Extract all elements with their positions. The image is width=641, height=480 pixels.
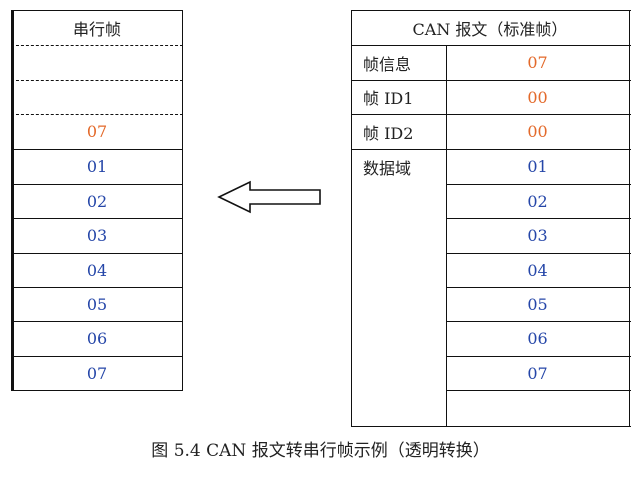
right-table-data-line bbox=[446, 321, 631, 322]
figure-caption: 图 5.4 CAN 报文转串行帧示例（透明转换） bbox=[151, 441, 490, 461]
right-table-data-line bbox=[446, 218, 631, 219]
data-field-label: 数据域 bbox=[363, 158, 412, 178]
left-table-row-line bbox=[11, 253, 183, 254]
right-table-border-left bbox=[351, 10, 352, 426]
serial-frame-cell: 07 bbox=[86, 363, 108, 383]
frame-id1-label: 帧 ID1 bbox=[363, 89, 414, 108]
serial-frame-cell: 02 bbox=[86, 191, 108, 211]
right-table-data-line bbox=[446, 184, 631, 185]
left-table-dashed-line bbox=[11, 80, 183, 81]
serial-frame-header: 串行帧 bbox=[72, 19, 121, 39]
data-field-cell: 07 bbox=[527, 363, 548, 383]
frame-id2-label: 帧 ID2 bbox=[363, 123, 414, 143]
frame-info-label: 帧信息 bbox=[363, 54, 412, 74]
left-table-row-line bbox=[11, 287, 183, 288]
serial-frame-cell: 05 bbox=[86, 294, 108, 314]
serial-frame-cell: 07 bbox=[86, 122, 108, 141]
left-table-dashed-line bbox=[11, 45, 183, 46]
right-table-data-line bbox=[446, 253, 631, 254]
data-field-cell: 04 bbox=[527, 260, 548, 280]
right-table-top-border bbox=[351, 10, 631, 11]
right-table-row-line bbox=[351, 45, 631, 46]
data-field-cell: 06 bbox=[527, 329, 548, 348]
right-table-data-line bbox=[446, 287, 631, 288]
left-table-border-right bbox=[182, 10, 183, 390]
data-field-cell: 02 bbox=[527, 191, 548, 211]
data-field-cell: 03 bbox=[527, 226, 548, 245]
frame-id1-value: 00 bbox=[527, 87, 548, 107]
left-table-row-line bbox=[11, 321, 183, 322]
conversion-arrow bbox=[217, 180, 321, 214]
left-table-row-line bbox=[11, 218, 183, 219]
frame-info-value: 07 bbox=[527, 53, 548, 72]
right-table-row-line bbox=[351, 80, 631, 81]
serial-frame-cell: 04 bbox=[86, 260, 108, 280]
left-table-dashed-line bbox=[11, 114, 183, 115]
left-table-row-line bbox=[11, 184, 183, 185]
left-table-row-line bbox=[11, 149, 183, 150]
serial-frame-cell: 06 bbox=[86, 329, 108, 348]
left-table-bottom-border bbox=[11, 390, 183, 391]
can-message-header: CAN 报文（标准帧） bbox=[412, 19, 568, 39]
right-table-column-divider bbox=[446, 45, 447, 426]
serial-frame-cell: 01 bbox=[86, 157, 108, 176]
right-table-row-line bbox=[351, 149, 631, 150]
frame-id2-value: 00 bbox=[527, 122, 548, 141]
right-table-bottom-border bbox=[351, 426, 631, 427]
right-table-data-line bbox=[446, 356, 631, 357]
left-table-top-border bbox=[11, 10, 183, 11]
data-field-cell: 01 bbox=[527, 157, 548, 176]
serial-frame-cell: 03 bbox=[86, 226, 108, 245]
left-table-border-left bbox=[11, 10, 14, 390]
data-field-cell: 05 bbox=[527, 294, 548, 314]
right-table-row-line bbox=[351, 114, 631, 115]
right-table-data-line bbox=[446, 390, 631, 391]
left-table-row-line bbox=[11, 356, 183, 357]
